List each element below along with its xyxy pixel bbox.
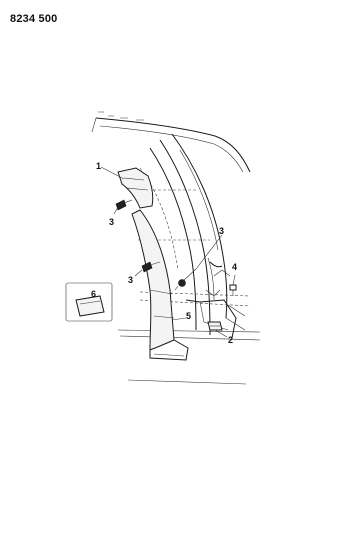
part-3-fastener-lower — [141, 261, 161, 273]
callout-labels: 1 3 3 3 4 5 2 6 — [91, 161, 237, 345]
part-6-inset — [65, 282, 113, 322]
callout-3-right: 3 — [219, 226, 224, 236]
part-5-lower-trim — [131, 209, 189, 361]
part-3-fastener-upper — [115, 199, 133, 211]
document-id: 8234 500 — [10, 13, 58, 25]
callout-3-lower-left: 3 — [128, 275, 133, 285]
callout-6: 6 — [91, 289, 96, 299]
part-3-fastener-right — [174, 279, 186, 291]
callout-2: 2 — [228, 335, 233, 345]
roof-outline — [91, 111, 251, 173]
leader-lines — [100, 166, 236, 338]
callout-3-upper-left: 3 — [109, 217, 114, 227]
part-4-screw — [229, 284, 237, 296]
callout-5: 5 — [186, 311, 191, 321]
callout-1: 1 — [96, 161, 101, 171]
part-1-upper-trim — [117, 167, 154, 209]
part-2-clip — [207, 321, 223, 331]
lower-body — [117, 261, 261, 385]
callout-4: 4 — [232, 262, 237, 272]
